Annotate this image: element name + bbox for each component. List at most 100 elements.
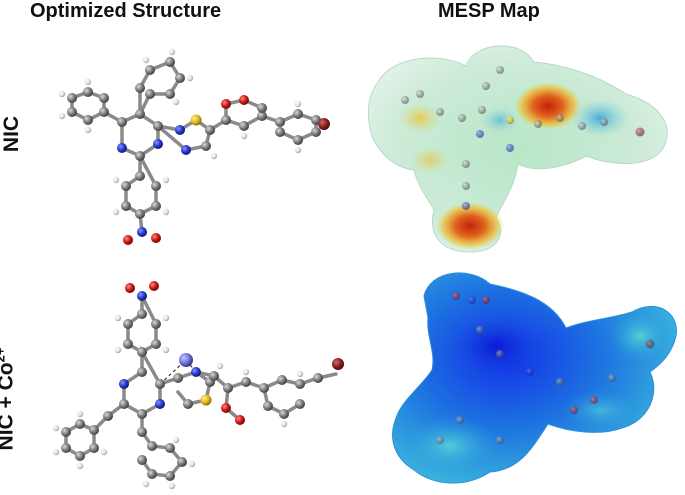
- hydrogen-atom: [76, 410, 84, 418]
- hydrogen-atom: [168, 48, 176, 56]
- header-mesp-map: MESP Map: [438, 0, 540, 22]
- oxygen-atom: [221, 99, 231, 109]
- oxygen-atom: [239, 95, 249, 105]
- hydrogen-atom: [294, 100, 302, 108]
- carbon-atom: [83, 87, 93, 97]
- nic-bonds: [70, 59, 318, 234]
- carbon-atom: [137, 427, 147, 437]
- carbon-atom: [275, 127, 285, 137]
- sulfur-atom: [190, 114, 202, 126]
- hydrogen-atom: [162, 314, 170, 322]
- carbon-atom: [263, 401, 273, 411]
- hydrogen-atom: [242, 368, 250, 376]
- carbon-atom: [293, 109, 303, 119]
- mesp-negative-region: [436, 202, 504, 250]
- nitrogen-atom: [191, 367, 201, 377]
- nic-co-atoms: [52, 281, 344, 490]
- carbon-atom: [119, 399, 129, 409]
- nitrogen-atom: [137, 227, 147, 237]
- hydrogen-atom: [188, 460, 196, 468]
- cobalt-ion: [179, 353, 193, 367]
- carbon-atom: [75, 451, 85, 461]
- mesp-surface: [367, 45, 668, 253]
- hydrogen-atom: [296, 370, 304, 378]
- nic-co-mesp-map: [392, 272, 677, 484]
- carbon-atom: [67, 93, 77, 103]
- mesp-positive-region: [570, 98, 630, 138]
- hydrogen-atom: [216, 362, 224, 370]
- hydrogen-atom: [162, 208, 170, 216]
- oxygen-atom: [149, 281, 159, 291]
- hydrogen-atom: [142, 56, 150, 64]
- mesp-near-neutral-region: [400, 416, 500, 476]
- carbon-atom: [137, 409, 147, 419]
- carbon-atom: [293, 135, 303, 145]
- mesp-near-neutral-region: [560, 390, 640, 430]
- hydrogen-atom: [240, 132, 248, 140]
- carbon-atom: [175, 73, 185, 83]
- oxygen-atom: [235, 415, 245, 425]
- carbon-atom: [201, 141, 211, 151]
- nitrogen-atom: [117, 143, 127, 153]
- carbon-atom: [257, 111, 267, 121]
- carbon-atom: [209, 371, 219, 381]
- carbon-atom: [279, 409, 289, 419]
- carbon-atom: [173, 373, 183, 383]
- nic-mesp-map: [367, 45, 668, 253]
- nitrogen-atom: [119, 379, 129, 389]
- carbon-atom: [137, 367, 147, 377]
- carbon-atom: [89, 443, 99, 453]
- mesp-overlay-atoms: [401, 66, 645, 210]
- hydrogen-atom: [172, 436, 180, 444]
- carbon-atom: [89, 425, 99, 435]
- carbon-atom: [75, 419, 85, 429]
- carbon-atom: [155, 379, 165, 389]
- carbon-atom: [121, 201, 131, 211]
- hydrogen-atom: [112, 208, 120, 216]
- hydrogen-atom: [210, 152, 218, 160]
- carbon-atom: [83, 115, 93, 125]
- hydrogen-atom: [84, 78, 92, 86]
- hydrogen-atom: [162, 346, 170, 354]
- hydrogen-atom: [52, 424, 60, 432]
- hydrogen-atom: [52, 448, 60, 456]
- carbon-atom: [165, 471, 175, 481]
- carbon-atom: [295, 379, 305, 389]
- carbon-atom: [177, 457, 187, 467]
- hydrogen-atom: [112, 176, 120, 184]
- oxygen-atom: [151, 233, 161, 243]
- carbon-atom: [205, 125, 215, 135]
- hydrogen-atom: [280, 420, 288, 428]
- carbon-atom: [147, 441, 157, 451]
- nic-co-optimized-structure: [52, 281, 344, 490]
- nitrogen-atom: [181, 145, 191, 155]
- carbon-atom: [151, 201, 161, 211]
- oxygen-atom: [221, 403, 231, 413]
- mesp-negative-region: [514, 82, 582, 130]
- carbon-atom: [117, 117, 127, 127]
- carbon-atom: [151, 319, 161, 329]
- carbon-atom: [121, 181, 131, 191]
- nic-atoms: [58, 48, 330, 245]
- mesp-near-neutral-region: [608, 310, 672, 362]
- carbon-atom: [165, 89, 175, 99]
- hydrogen-atom: [294, 146, 302, 154]
- nic-optimized-structure: [58, 48, 330, 245]
- carbon-atom: [221, 115, 231, 125]
- carbon-atom: [145, 89, 155, 99]
- nitrogen-atom: [153, 139, 163, 149]
- carbon-atom: [137, 347, 147, 357]
- carbon-atom: [277, 375, 287, 385]
- carbon-atom: [135, 209, 145, 219]
- carbon-atom: [137, 309, 147, 319]
- hydrogen-atom: [186, 74, 194, 82]
- carbon-atom: [147, 469, 157, 479]
- carbon-atom: [151, 339, 161, 349]
- carbon-atom: [241, 377, 251, 387]
- carbon-atom: [239, 121, 249, 131]
- carbon-atom: [99, 93, 109, 103]
- carbon-atom: [137, 455, 147, 465]
- hydrogen-atom: [58, 90, 66, 98]
- mesp-mild-region: [410, 146, 450, 174]
- hydrogen-atom: [142, 480, 150, 488]
